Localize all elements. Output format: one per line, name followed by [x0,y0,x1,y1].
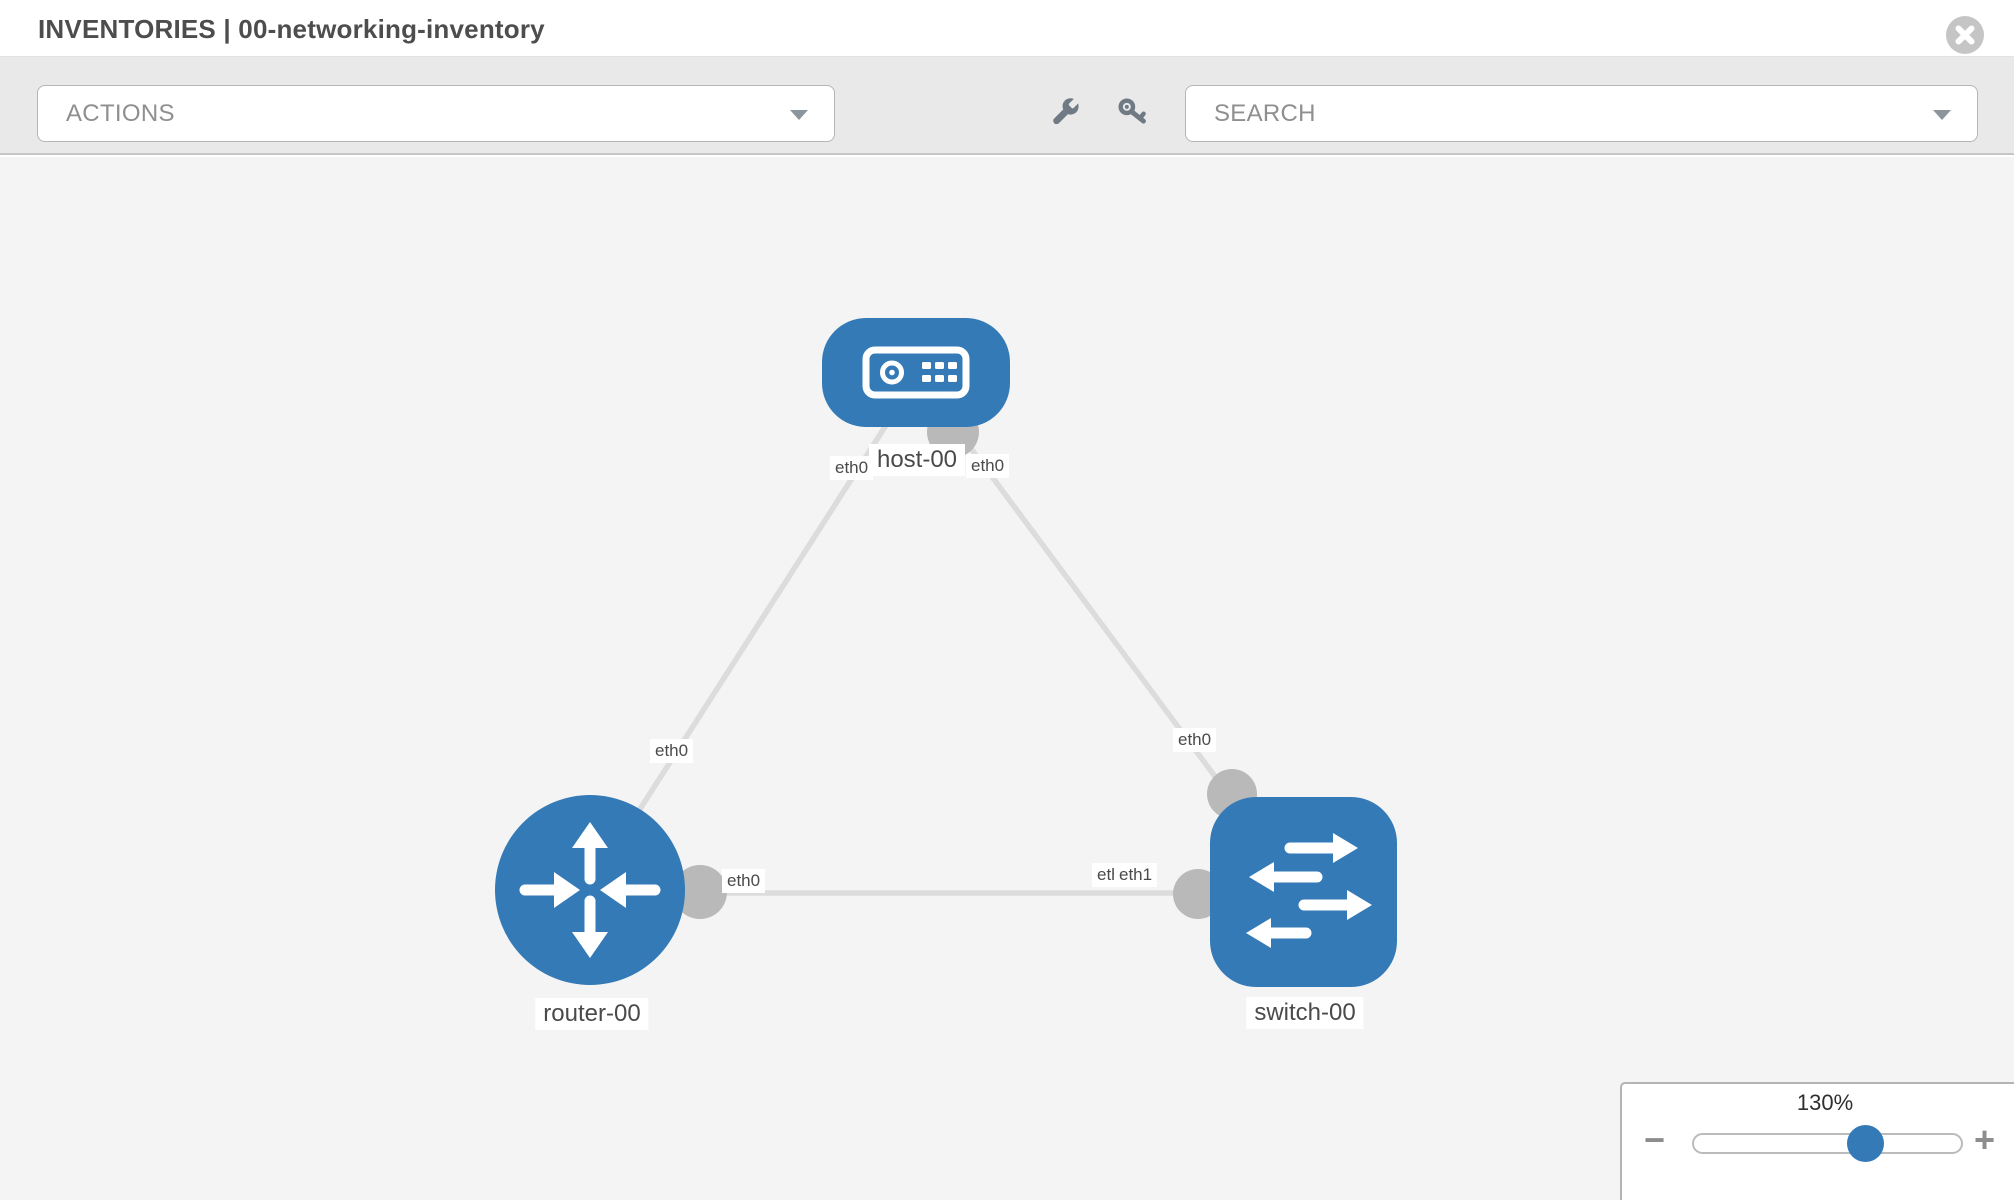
wrench-icon [1053,98,1079,125]
interface-label-router-eth0: eth0 [722,869,766,893]
host-server-icon [862,346,970,399]
search-dropdown-label: SEARCH [1214,99,1316,127]
search-dropdown[interactable]: SEARCH [1185,85,1978,142]
zoom-out-button[interactable]: − [1644,1119,1666,1160]
close-button[interactable] [1946,16,1984,54]
zoom-panel: 130% − + [1620,1082,2014,1200]
header: INVENTORIES | 00-networking-inventory [0,0,2014,57]
topology-canvas[interactable]: host-00 router-00 switch-00 eth0 eth0 et… [0,157,2014,1200]
close-icon [1955,25,1975,45]
node-router-00[interactable] [495,795,685,985]
router-arrows-icon [519,822,661,958]
node-label-host-00: host-00 [868,444,966,476]
chevron-down-icon [790,110,808,120]
interface-label-host-eth0-right: eth0 [966,454,1010,478]
interface-label-router-diag-eth0: eth0 [650,739,694,763]
interface-label-switch-eth1: eth1 [1114,863,1158,887]
zoom-level: 130% [1796,1090,1854,1115]
zoom-slider-track[interactable] [1692,1133,1963,1154]
node-switch-00[interactable] [1210,797,1397,987]
node-host-00[interactable] [822,318,1010,427]
interface-label-host-eth0-left: eth0 [830,456,874,480]
zoom-slider-thumb[interactable] [1847,1125,1884,1162]
node-label-switch-00: switch-00 [1246,997,1364,1029]
key-icon [1118,98,1146,124]
wrench-button[interactable] [1049,97,1083,131]
zoom-in-button[interactable]: + [1974,1119,1996,1160]
interface-label-switch-diag-eth0: eth0 [1173,728,1217,752]
connector-router-eth0[interactable] [673,865,727,919]
page-title: INVENTORIES | 00-networking-inventory [38,14,545,44]
switch-arrows-icon [1246,833,1372,948]
actions-dropdown[interactable]: ACTIONS [37,85,835,142]
link-host-router[interactable] [605,417,893,861]
node-label-router-00: router-00 [535,998,649,1030]
key-button[interactable] [1116,97,1150,131]
toolbar: ACTIONS SEARCH [0,57,2014,155]
actions-dropdown-label: ACTIONS [66,99,175,127]
topology-links-layer [605,406,1257,919]
chevron-down-icon [1933,110,1951,120]
